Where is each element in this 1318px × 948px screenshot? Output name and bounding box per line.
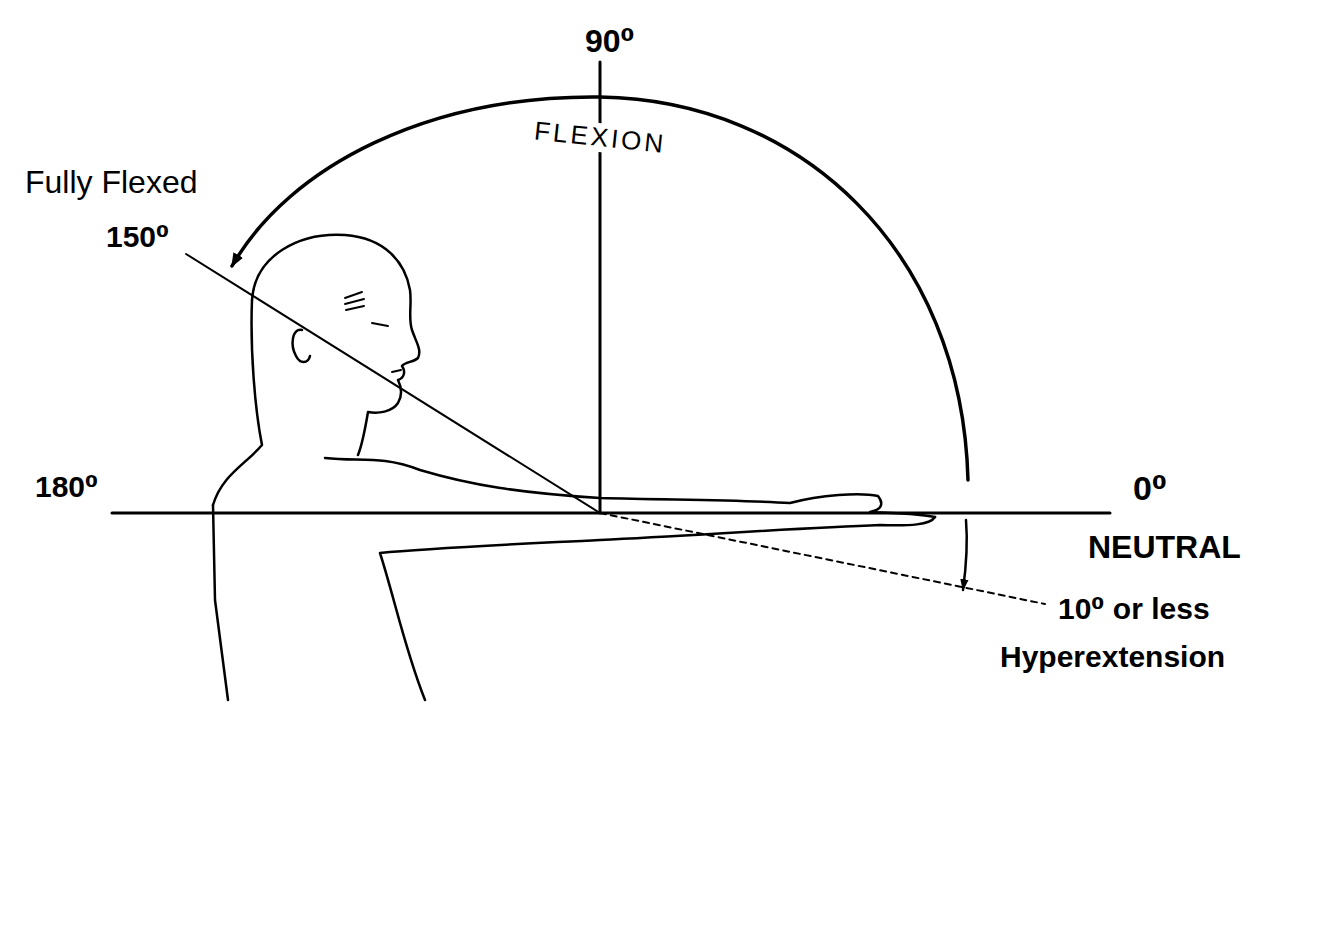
face-marks [345,292,388,326]
motion-label: Hyperextension [1000,640,1225,673]
torso-back [213,505,228,700]
limit-label: 10⁰ or less [1058,592,1210,625]
arm-bottom [380,517,935,700]
angle-label: 90⁰ [585,24,635,59]
neutral-axis [112,512,1110,515]
arm-top [325,458,935,517]
position-label: NEUTRAL [1088,530,1241,565]
hyperextension-line [600,513,1045,604]
angle-label: 150⁰ [106,220,169,253]
head-outline [252,235,419,455]
hyperextension-arrow [963,520,967,590]
full-flexion-line [186,254,600,513]
motion-label: FLEXION [530,116,670,159]
neck-back [213,300,262,505]
position-label: Fully Flexed [25,165,198,200]
mouth [392,370,401,372]
ear [293,330,310,362]
flexion-arc [232,97,968,480]
person-figure [213,235,935,700]
angle-label: 0⁰ [1133,470,1167,507]
angle-label: 180⁰ [35,470,98,503]
